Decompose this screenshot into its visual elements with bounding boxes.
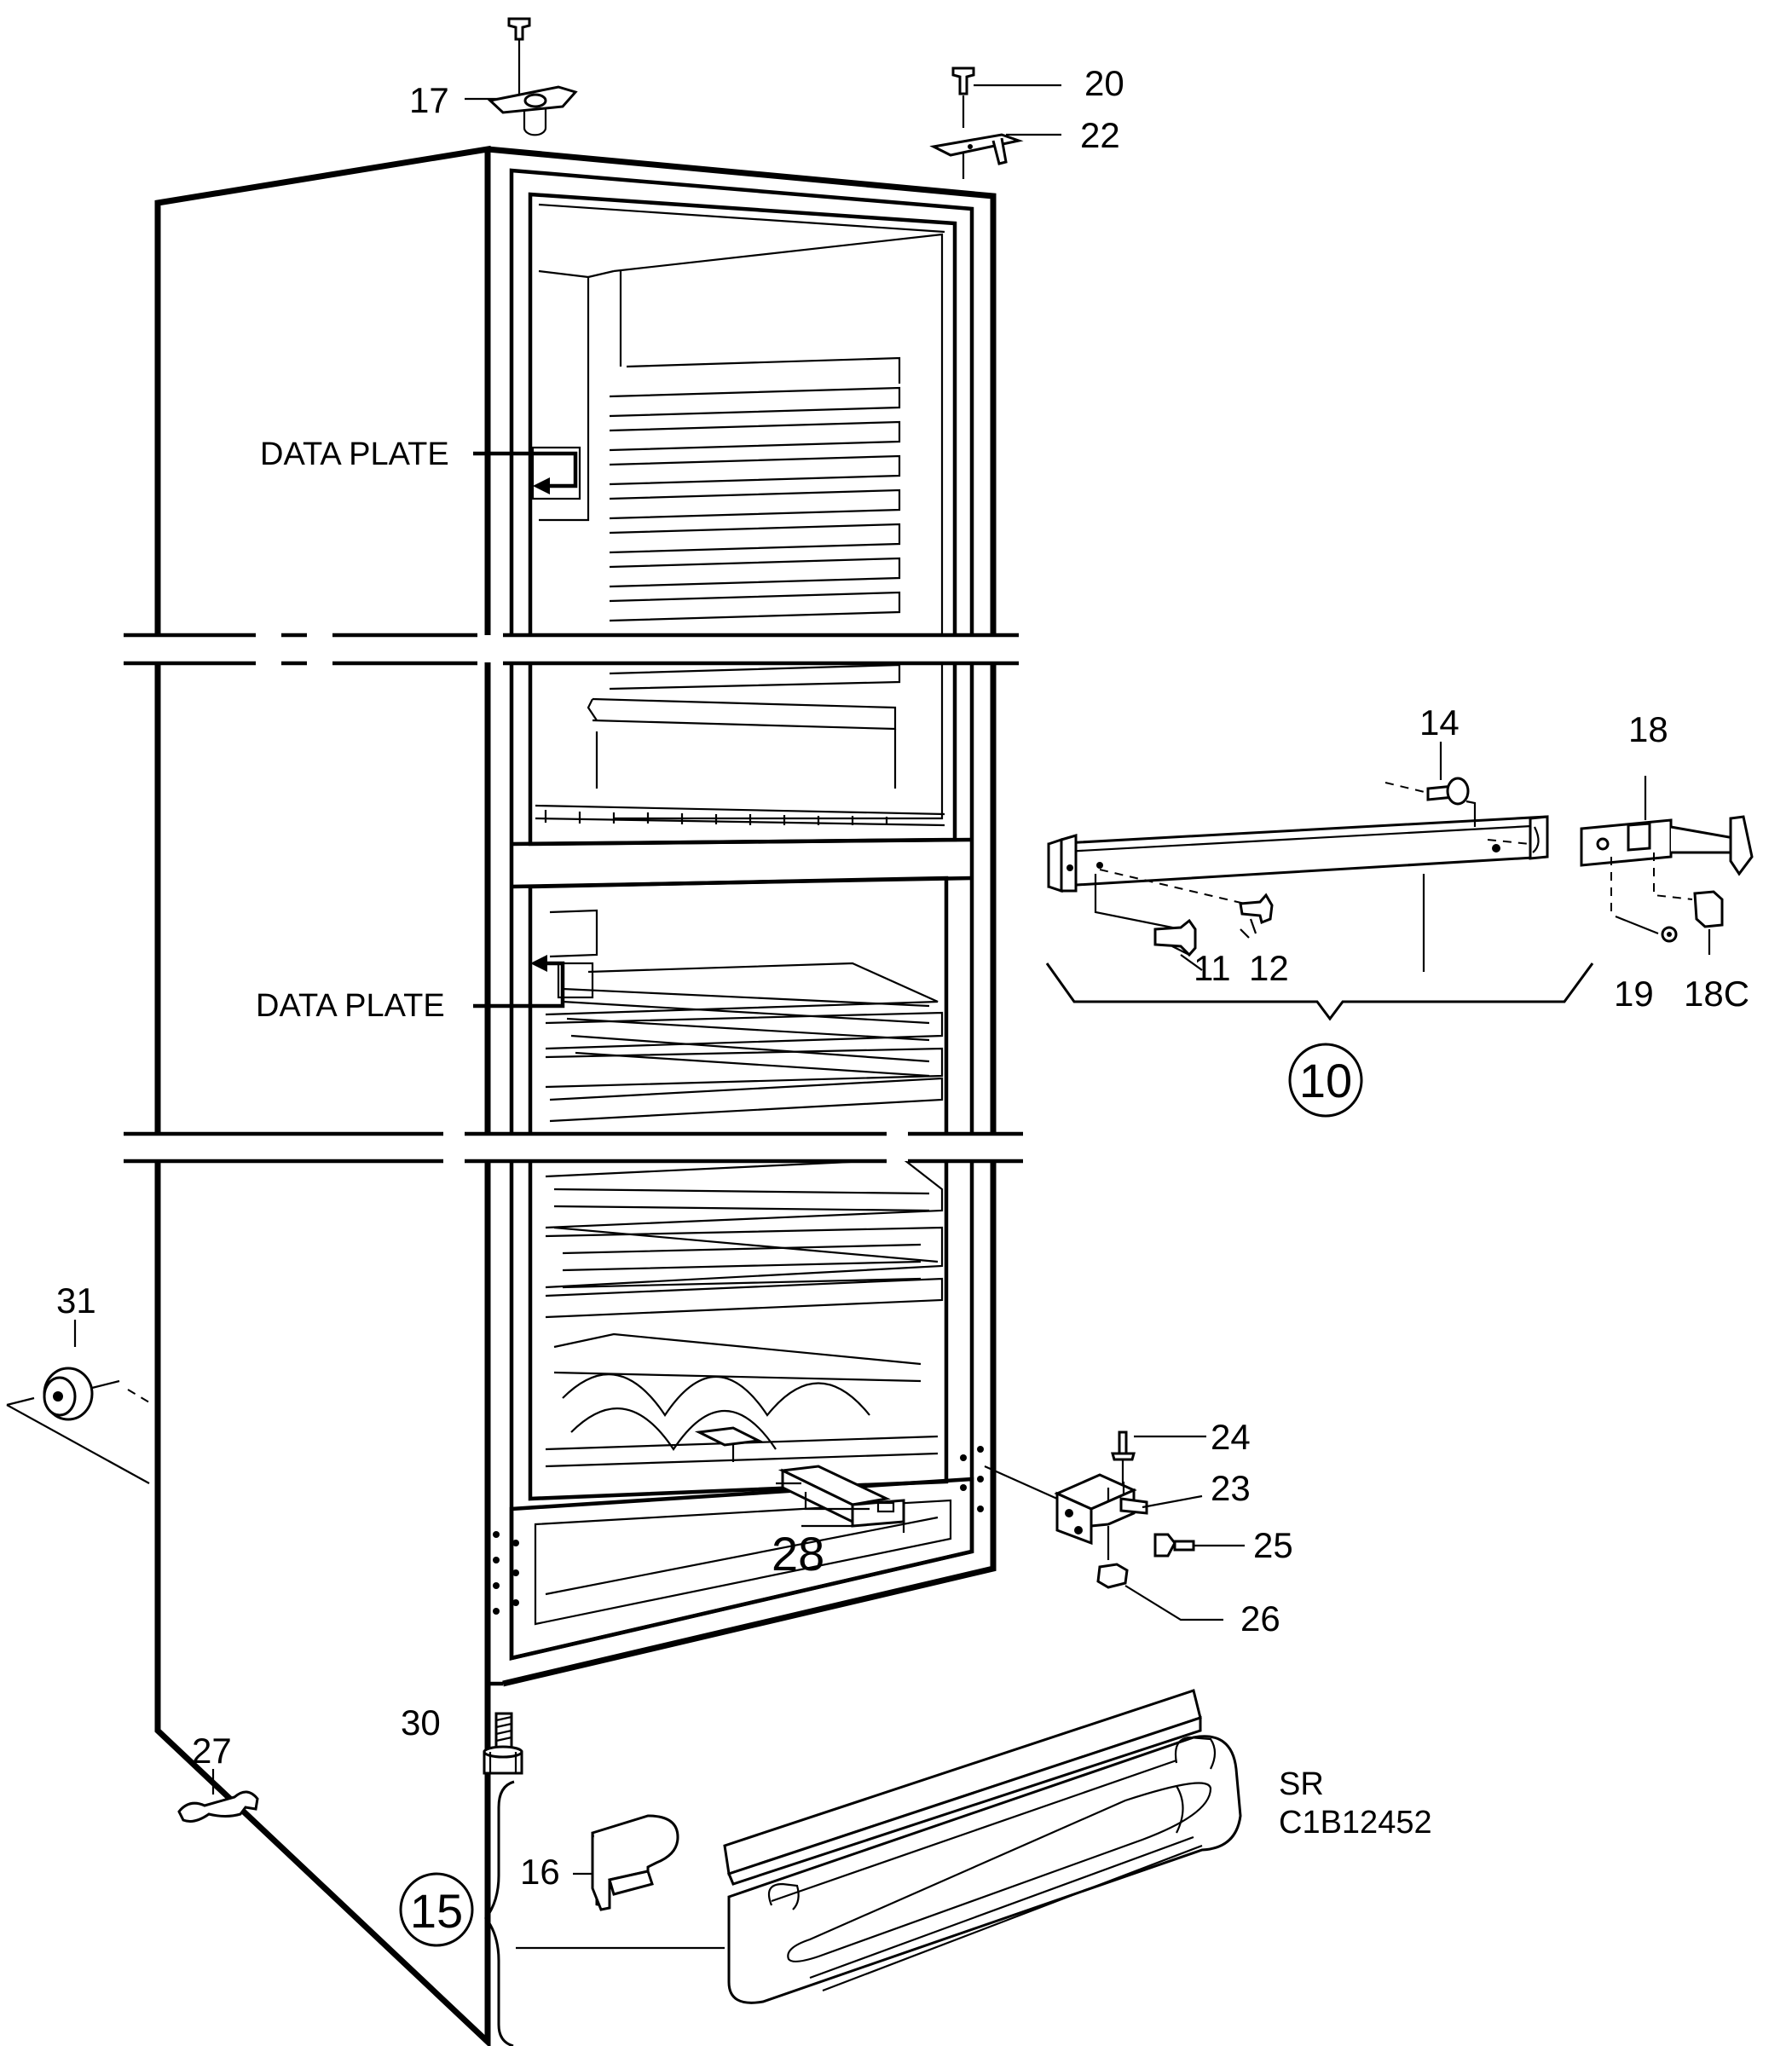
callout-18: 18 — [1628, 709, 1668, 749]
part-20-screw — [951, 66, 1061, 128]
part-27-wrench — [177, 1769, 259, 1823]
callout-18c: 18C — [1684, 974, 1749, 1014]
part-26-nut — [1096, 1526, 1223, 1621]
data-plate-lower-marker — [473, 955, 594, 1009]
drawing-code: SR C1B12452 — [1279, 1766, 1432, 1841]
part-31-caster — [6, 1320, 150, 1484]
cabinet — [154, 145, 997, 2046]
part-10-callout-circle — [1288, 1043, 1363, 1118]
freezer-shelves — [535, 386, 945, 827]
leader-lines — [776, 928, 1250, 1485]
callout-11: 11 — [1194, 948, 1231, 988]
callout-12: 12 — [1249, 948, 1289, 988]
callout-10: 10 — [1299, 1054, 1352, 1107]
part-11-screw — [1153, 918, 1203, 971]
fresh-food-shelves — [545, 909, 944, 1468]
part-14-screw — [1384, 742, 1531, 845]
data-plate-upper-label: DATA PLATE — [260, 436, 449, 472]
part-25-screw — [1153, 1533, 1245, 1558]
part-28-bracket — [694, 1426, 905, 1533]
part-22-hinge-plate — [929, 133, 1061, 179]
part-15-group-bracket — [484, 1780, 725, 2046]
part-12-screw — [1239, 893, 1274, 934]
part-10-group-bracket — [1045, 962, 1594, 1021]
break-lines — [124, 633, 1023, 1164]
part-10-handle-assembly — [1047, 815, 1549, 972]
part-16-clip — [573, 1814, 679, 1911]
callout-15: 15 — [410, 1884, 463, 1938]
part-18c-hinge-pin — [1693, 890, 1724, 955]
callout-26: 26 — [1240, 1598, 1280, 1639]
part-18-hinge-bracket — [1580, 776, 1754, 912]
callout-14: 14 — [1419, 702, 1460, 743]
callout-25: 25 — [1253, 1525, 1293, 1565]
part-19-screw — [1615, 915, 1678, 943]
part-23-bottom-hinge — [984, 1465, 1203, 1546]
part-15-kick-plate — [723, 1689, 1242, 2004]
callout-24: 24 — [1211, 1417, 1251, 1457]
drawing-code-line-1: SR — [1279, 1766, 1324, 1802]
part-24-screw — [1111, 1430, 1206, 1488]
part-30-leveling-leg — [483, 1712, 523, 1775]
callout-17: 17 — [409, 80, 449, 120]
callout-22: 22 — [1080, 115, 1120, 155]
callout-30: 30 — [401, 1702, 441, 1743]
callout-23: 23 — [1211, 1468, 1251, 1508]
callout-27: 27 — [192, 1731, 232, 1771]
callout-labels: 17 20 22 14 18 11 12 19 18C 10 31 24 23 … — [56, 63, 1749, 1938]
callout-16: 16 — [520, 1852, 560, 1892]
callout-28: 28 — [772, 1527, 824, 1581]
callout-20: 20 — [1084, 63, 1124, 103]
callout-19: 19 — [1614, 974, 1654, 1014]
drawing-code-line-2: C1B12452 — [1279, 1805, 1432, 1841]
freezer-liner — [538, 233, 944, 820]
part-17-top-hinge — [465, 17, 578, 136]
data-plate-lower-label: DATA PLATE — [256, 988, 445, 1024]
data-plate-upper-marker — [473, 446, 581, 500]
part-15-callout-circle — [399, 1872, 474, 1947]
callout-31: 31 — [56, 1280, 96, 1321]
